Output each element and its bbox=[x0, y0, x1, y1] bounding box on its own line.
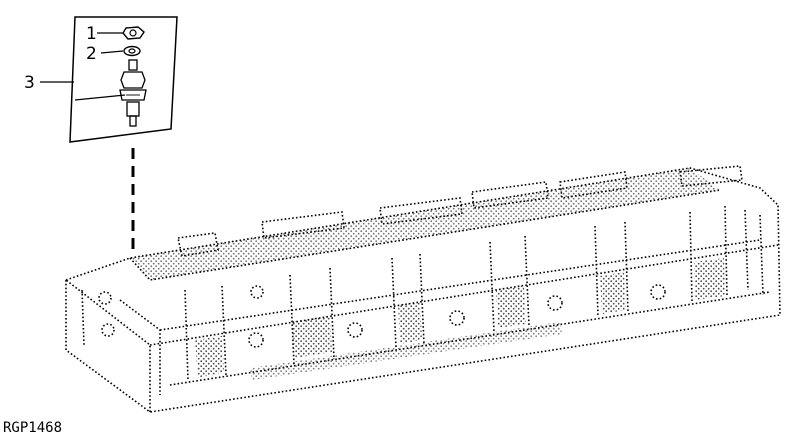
callout-3: 3 bbox=[24, 73, 35, 93]
injector-icon bbox=[119, 59, 147, 127]
parts-detail-panel: 1 2 3 bbox=[24, 16, 178, 143]
callout-1: 1 bbox=[86, 24, 97, 44]
leader-line-2 bbox=[100, 50, 124, 54]
cylinder-head bbox=[65, 165, 781, 413]
washer-icon bbox=[123, 45, 141, 57]
panel-outline bbox=[69, 16, 178, 143]
figure-id: RGP1468 bbox=[3, 420, 62, 436]
callout-2: 2 bbox=[86, 44, 97, 64]
nut-icon bbox=[122, 26, 145, 40]
leader-line-3b bbox=[74, 94, 126, 101]
